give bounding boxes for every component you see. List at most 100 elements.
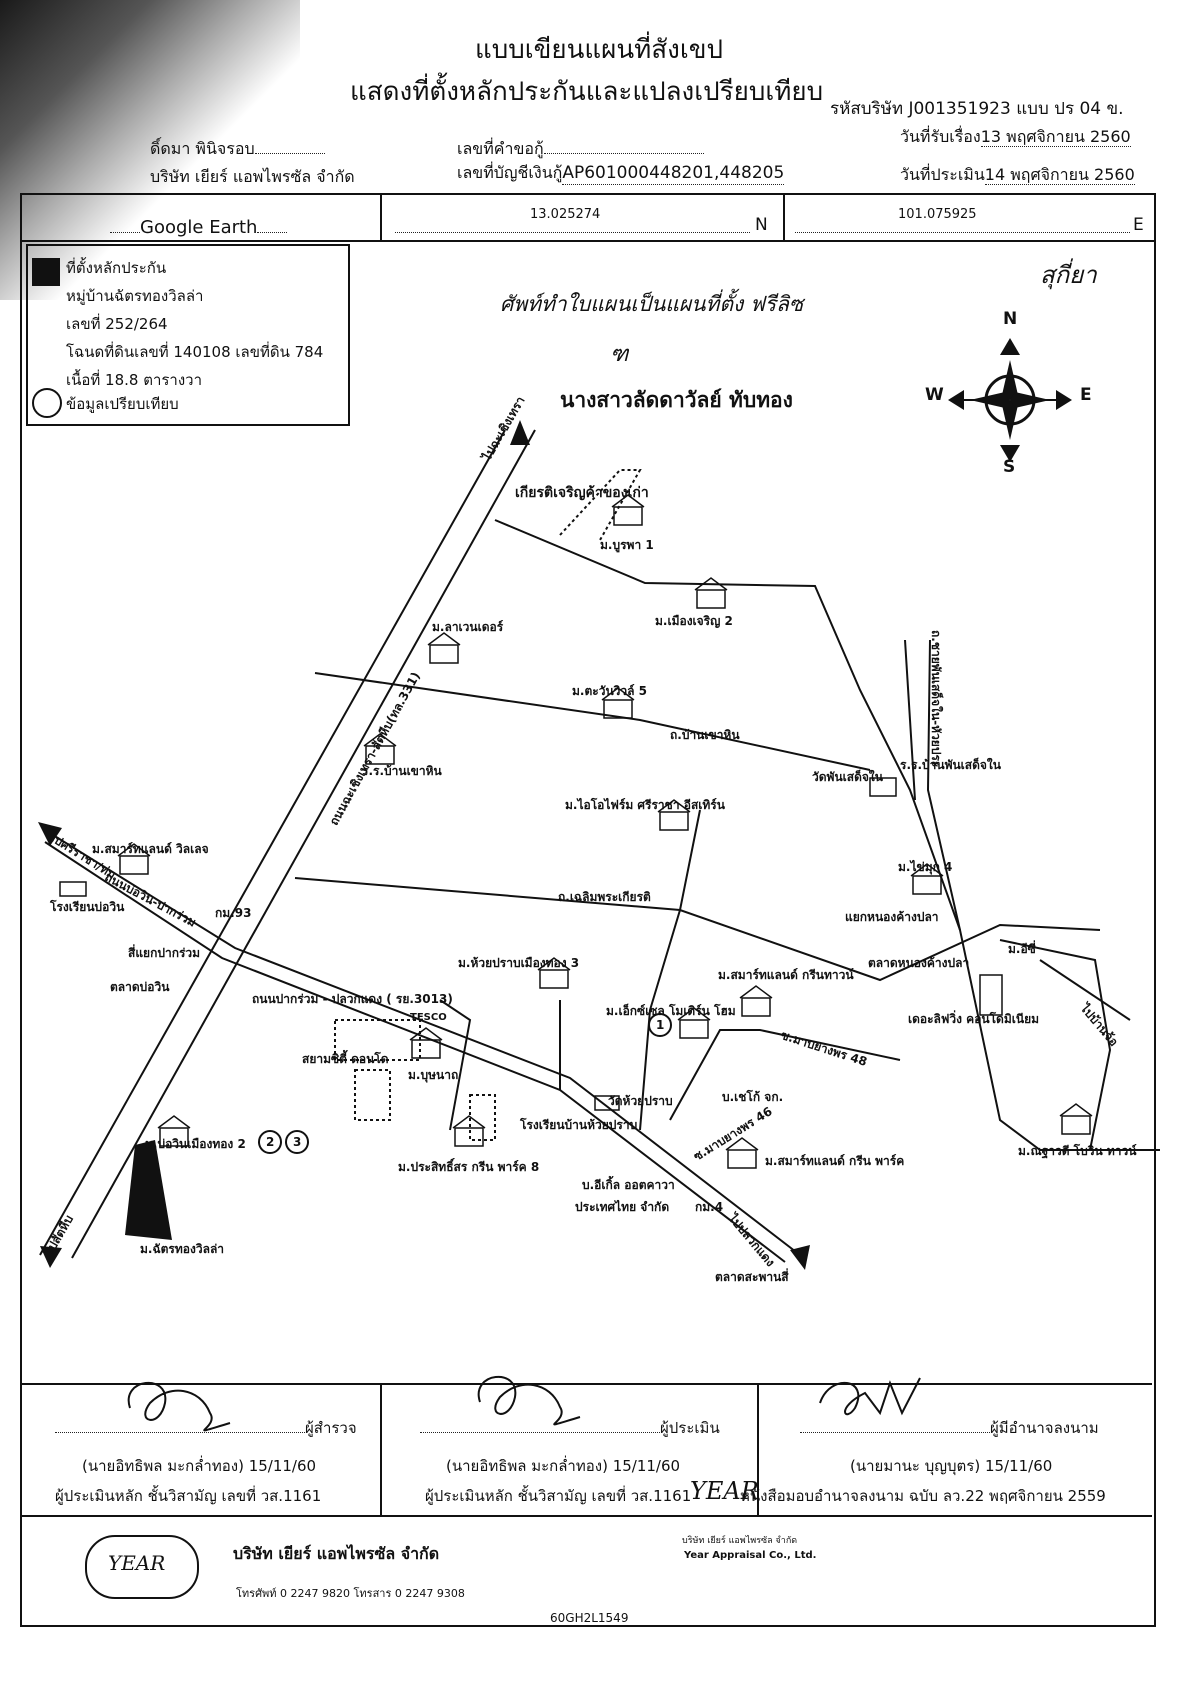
company-logo	[85, 1535, 199, 1599]
label-tesco: TESCO	[410, 1012, 447, 1023]
compass-e: E	[1080, 385, 1092, 405]
label-excel-modern: ม.เอ็กซ์เซล โมเดิร์น โฮม	[606, 1004, 736, 1018]
footer-divider	[20, 1515, 1152, 1517]
label-huaiprap-muangthong: ม.ห้วยปราบเมืองทอง 3	[458, 956, 580, 970]
comparison-marker-3: 3	[293, 1135, 302, 1149]
collateral-plot	[125, 1140, 172, 1240]
legend-box	[26, 244, 350, 426]
longitude-dots	[795, 232, 1130, 233]
signer-1-title: ผู้ประเมินหลัก ชั้นวิสามัญ เลขที่ วส.116…	[55, 1487, 322, 1505]
coord-source: Google Earth	[110, 217, 288, 239]
legend-area: เนื้อที่ 18.8 ตารางวา	[66, 371, 203, 389]
label-eagle: บ.อีเกิ้ล ออตคาวา	[582, 1178, 675, 1192]
signer-2-title: ผู้ประเมินหลัก ชั้นวิสามัญ เลขที่ วส.116…	[425, 1487, 692, 1505]
map-frame	[20, 193, 1156, 1627]
label-school-bowin: โรงเรียนบ่อวิน	[50, 900, 125, 914]
label-tawanwill: ม.ตะวันวิวล์ 5	[572, 684, 648, 698]
legend-deed: โฉนดที่ดินเลขที่ 140108 เลขที่ดิน 784	[66, 343, 324, 361]
page-subtitle: แสดงที่ตั้งหลักประกันและแปลงเปรียบเทียบ	[350, 77, 824, 107]
label-ioforms: ม.ไอโอไฟร์ม ศรีราชา อีสเทิร์น	[565, 798, 725, 812]
label-market-nong: ตลาดหนองค้างปลา	[868, 956, 970, 970]
label-prasitsorn: ม.ประสิทธิ์สร กรีน พาร์ค 8	[398, 1160, 540, 1174]
label-smartland-green-park: ม.สมาร์ทแลนด์ กรีน พาร์ค	[765, 1154, 905, 1168]
compass-w: W	[925, 385, 944, 405]
label-school-huaiprap: โรงเรียนบ้านห้วยปราบ	[520, 1118, 638, 1132]
legend-village: หมู่บ้านฉัตรทองวิลล่า	[66, 287, 204, 305]
signer-2-name: (นายอิทธิพล มะกล่ำทอง) 15/11/60	[446, 1457, 681, 1475]
label-chattong-villa: ม.ฉัตรทองวิลล่า	[140, 1242, 225, 1256]
coord-divider-1	[380, 193, 382, 240]
legend-number: เลขที่ 252/264	[66, 315, 168, 333]
stamp-thai: บริษัท เยียร์ แอพไพรซัล จำกัด	[682, 1536, 798, 1546]
latitude-value: 13.025274	[530, 207, 601, 222]
stamp-english: Year Appraisal Co., Ltd.	[684, 1550, 817, 1561]
label-chaloem-road: ถ.เฉลิมพระเกียรติ	[558, 890, 651, 904]
latitude-suffix: N	[755, 215, 768, 235]
collateral-swatch	[32, 258, 60, 286]
compass-n: N	[1003, 309, 1018, 329]
label-khaimuk: ม.ไข่มุก 4	[898, 860, 953, 874]
handwritten-mark: ฑ	[610, 342, 629, 367]
signature-1	[127, 1381, 231, 1432]
footer-company: บริษัท เยียร์ แอพไพรซัล จำกัด	[233, 1544, 440, 1563]
longitude-value: 101.075925	[898, 207, 977, 222]
label-b-chef: บ.เชโก้ จก.	[722, 1090, 784, 1104]
label-junction: สี่แยกปากร่วม	[128, 946, 201, 960]
received-date: วันที่รับเรื่อง13 พฤศจิกายน 2560	[900, 127, 1131, 148]
signer-3-role: ผู้มีอำนาจลงนาม	[800, 1419, 1099, 1437]
owner-name: นางสาวลัดดาวัลย์ ทับทอง	[560, 388, 793, 412]
latitude-dots	[395, 232, 750, 233]
label-km93: กม.93	[215, 906, 252, 920]
label-natawadee: ม.ณฐาวดี โบวิน ทาวน์	[1018, 1144, 1137, 1158]
label-smartland-green-town: ม.สมาร์ทแลนด์ กรีนทาวน์	[718, 968, 854, 982]
label-wat-phan: วัดพันเสด็จใน	[812, 770, 883, 784]
comparison-marker-2: 2	[266, 1135, 275, 1149]
label-burapha: ม.บูรพา 1	[600, 538, 654, 552]
document-code: 60GH2L1549	[550, 1611, 629, 1625]
loan-account: เลขที่บัญชีเงินกู้AP601000448201,448205	[457, 163, 785, 185]
label-lavender: ม.ลาเวนเดอร์	[432, 620, 504, 634]
label-eagle-2: ประเทศไทย จำกัด	[575, 1200, 670, 1214]
signer-3-name: (นายมานะ บุญบุตร) 15/11/60	[850, 1457, 1053, 1475]
signature-col-divider-1	[380, 1383, 382, 1515]
appraised-date: วันที่ประเมิน14 พฤศจิกายน 2560	[900, 165, 1135, 186]
label-smart-land-village: ม.สมาร์ทแลนด์ วิลเลจ	[92, 842, 209, 856]
coord-divider-2	[783, 193, 785, 240]
compass-rose	[948, 338, 1072, 462]
label-right-road: ถ.ชายพันเสด็จใน-หัวยประ	[929, 630, 943, 768]
signature-3	[819, 1377, 921, 1416]
label-market-bowin: ตลาดบ่อวิน	[110, 980, 170, 994]
label-road-3013: ถนนปากร่วม - ปลวกแดง ( รย.3013)	[252, 992, 453, 1006]
label-market-saphan: ตลาดสะพานสี่	[715, 1270, 789, 1284]
longitude-suffix: E	[1133, 215, 1144, 235]
label-mubtanad: ม.บุษนาถ	[408, 1068, 459, 1082]
label-school-phan: ร.ร.บ้านพันเสด็จใน	[900, 758, 1001, 772]
highway-331-right-edge	[71, 429, 536, 1259]
handwritten-initials: สุกี่ยา	[1040, 261, 1097, 289]
signer-1-name: (นายอิทธิพล มะกล่ำทอง) 15/11/60	[82, 1457, 317, 1475]
company-code: รหัสบริษัท J001351923 แบบ ปร 04 ข.	[830, 99, 1124, 119]
signer-3-title: หนังสือมอบอำนาจลงนาม ฉบับ ลว.22 พฤศจิกาย…	[740, 1487, 1106, 1505]
compass-s: S	[1003, 457, 1016, 477]
company-logo-text: YEAR	[108, 1551, 166, 1575]
label-school-khaohin: ร.ร.บ้านเขาหิน	[362, 764, 442, 778]
handwritten-note: ศัพท์ทำใบแผนเป็นแผนที่ตั้ง ฟรีลิซ	[500, 292, 804, 316]
label-the-living: เดอะลิฟวิ่ง คอนโดมิเนียม	[908, 1012, 1040, 1026]
signature-2	[477, 1375, 581, 1426]
label-kiat-charoen: เกียรติเจริญค้าของเก่า	[515, 485, 649, 501]
legend-comparison: ข้อมูลเปรียบเทียบ	[66, 395, 179, 413]
signer-2-role: ผู้ประเมิน	[420, 1419, 720, 1437]
page-title: แบบเขียนแผนที่สังเขป	[474, 35, 724, 65]
signature-col-divider-2	[757, 1383, 759, 1515]
comparison-circle-icon	[32, 388, 62, 418]
label-m-easy: ม.อีซี่	[1008, 942, 1036, 956]
request-no: เลขที่คำขอกู้	[457, 139, 704, 158]
signature-divider	[20, 1383, 1152, 1385]
signer-1-role: ผู้สำรวจ	[55, 1419, 357, 1437]
scan-shadow-corner	[0, 0, 300, 300]
label-km4: กม.4	[695, 1200, 724, 1214]
coord-row-divider	[20, 240, 1156, 242]
label-khaohin-road: ถ.บ้านเขาหิน	[670, 728, 740, 742]
surveyor-name: ดิ์ดมา พินิจรอบ	[150, 139, 325, 158]
